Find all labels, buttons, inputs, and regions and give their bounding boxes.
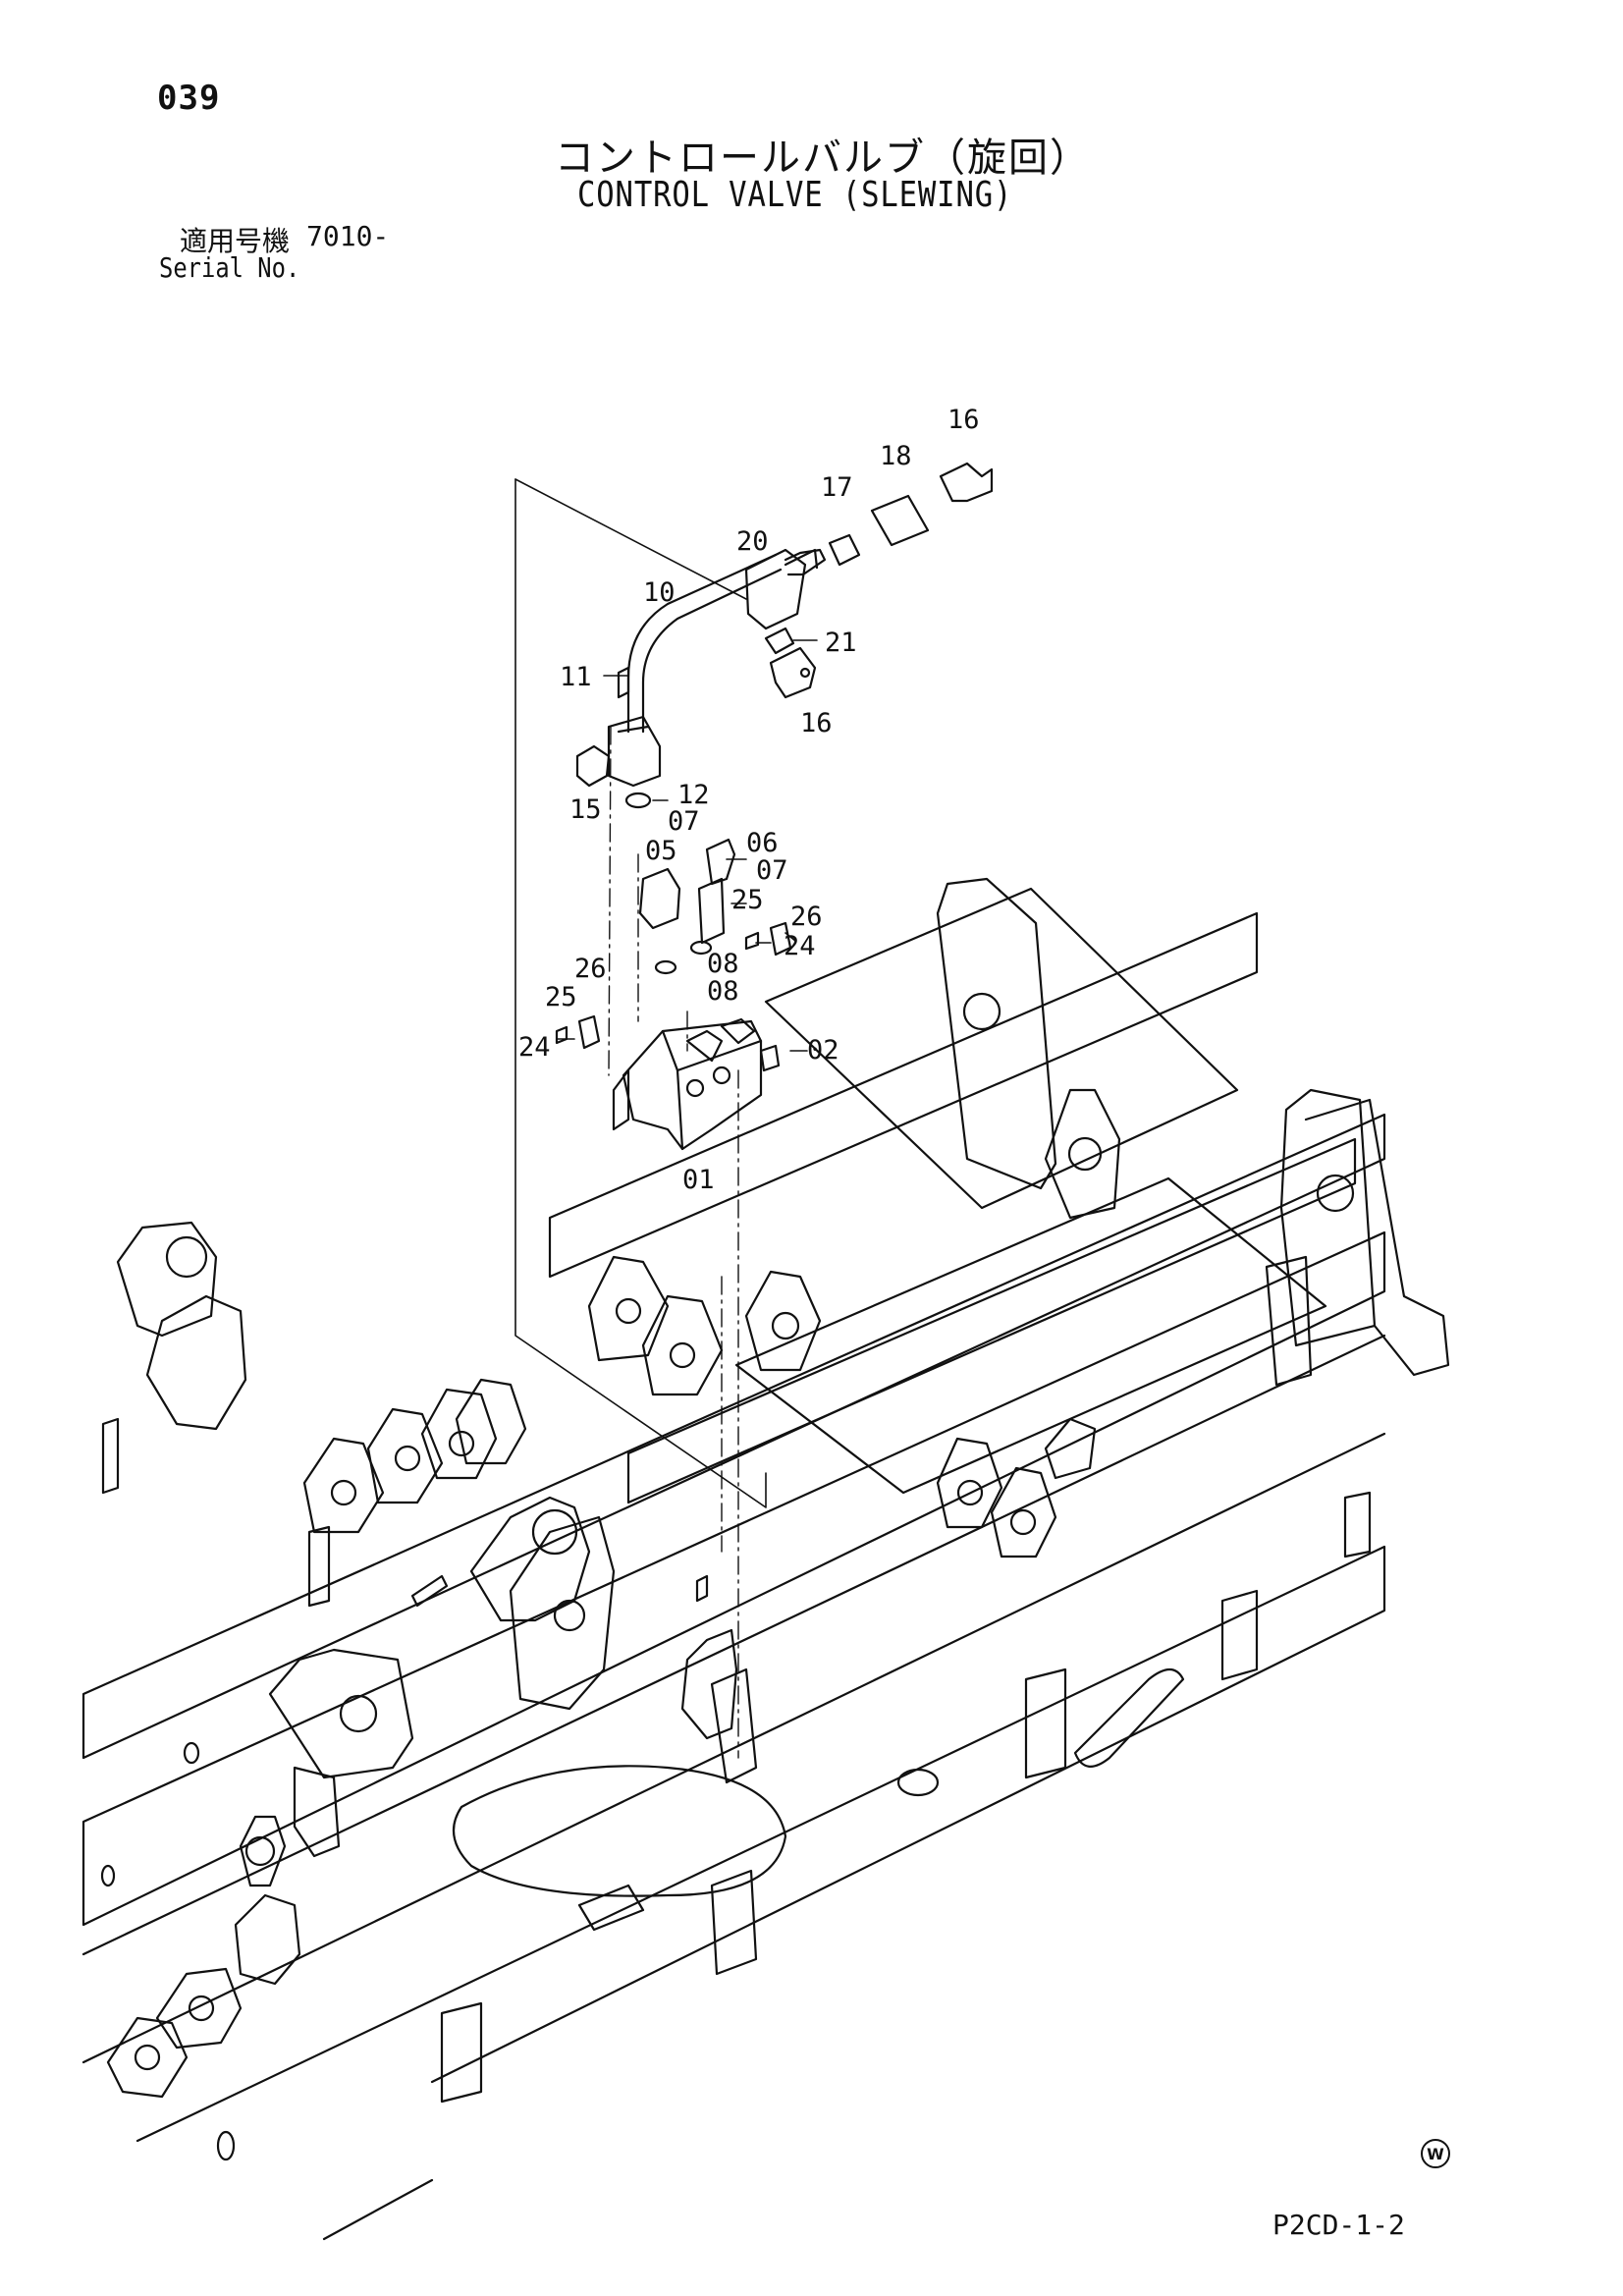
part-number-label: 21	[825, 628, 857, 658]
page-number: 039	[157, 79, 221, 118]
part-number-label: 15	[569, 794, 602, 825]
part-number-label: 25	[731, 885, 764, 915]
part-number-label: 25	[545, 982, 577, 1012]
part-number-label: 26	[790, 902, 823, 932]
part-number-label: 10	[643, 577, 676, 608]
part-number-label: 08	[707, 976, 739, 1007]
part-number-label: 24	[518, 1032, 551, 1063]
serial-label-english: Serial No.	[159, 251, 300, 284]
title-english: CONTROL VALVE (SLEWING)	[577, 175, 1013, 215]
part-number-label: 01	[682, 1165, 715, 1195]
part-number-label: 18	[880, 441, 912, 471]
part-number-label: 17	[821, 472, 853, 503]
part-number-label: 07	[756, 855, 788, 886]
part-number-label: 06	[746, 828, 779, 858]
drawing-code: P2CD-1-2	[1272, 2209, 1405, 2241]
part-number-label: 05	[645, 836, 677, 866]
part-number-label: 02	[807, 1035, 839, 1066]
part-number-label: 24	[784, 931, 816, 961]
part-number-label: 12	[677, 780, 710, 810]
frame-drawing	[81, 877, 1450, 2241]
part-number-label: 26	[574, 954, 607, 984]
part-number-label: 16	[800, 708, 833, 738]
part-number-label: 07	[668, 806, 700, 837]
serial-value: 7010-	[306, 220, 390, 252]
title-japanese: コントロールバルブ（旋回）	[555, 136, 1091, 181]
part-number-label: 16	[947, 405, 980, 435]
serial-label-japanese: 適用号機	[180, 225, 291, 257]
part-number-label: 20	[736, 526, 769, 557]
part-number-label: 11	[560, 662, 592, 692]
watermark-w-icon: W	[1421, 2139, 1450, 2168]
part-number-label: 08	[707, 949, 739, 979]
valve-assembly-drawing	[514, 462, 994, 1759]
